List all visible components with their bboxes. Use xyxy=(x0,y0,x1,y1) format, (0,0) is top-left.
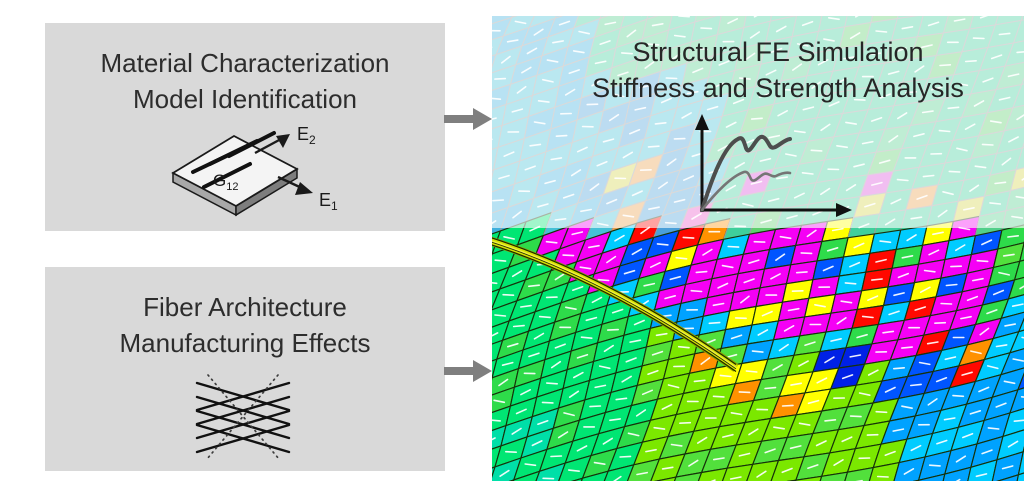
box1-title-line2: Model Identification xyxy=(45,81,445,117)
right-title-line2: Stiffness and Strength Analysis xyxy=(492,70,1024,106)
right-panel-title: Structural FE Simulation Stiffness and S… xyxy=(492,34,1024,106)
box1-title-line1: Material Characterization xyxy=(45,45,445,81)
fiber-architecture-box: Fiber Architecture Manufacturing Effects xyxy=(45,267,445,471)
workflow-figure: Structural FE Simulation Stiffness and S… xyxy=(40,16,1024,481)
e2-label: E2 xyxy=(297,124,316,147)
fiber-weave-icon xyxy=(195,373,291,461)
weave-solid-lines xyxy=(197,383,289,452)
box2-title-line1: Fiber Architecture xyxy=(45,289,445,325)
flow-arrow-top xyxy=(444,107,492,131)
e2-arrow xyxy=(255,134,290,153)
right-title-line1: Structural FE Simulation xyxy=(492,34,1024,70)
flow-arrow-bottom xyxy=(444,359,492,383)
e1-label: E1 xyxy=(319,190,338,213)
box2-title-line2: Manufacturing Effects xyxy=(45,325,445,361)
material-characterization-box: Material Characterization Model Identifi… xyxy=(45,23,445,231)
box1-title: Material Characterization Model Identifi… xyxy=(45,45,445,117)
composite-plate-icon: G12 E2 E1 xyxy=(157,116,362,224)
stress-strain-curve-icon xyxy=(680,110,865,225)
fe-simulation-panel: Structural FE Simulation Stiffness and S… xyxy=(492,16,1024,481)
box2-title: Fiber Architecture Manufacturing Effects xyxy=(45,289,445,361)
